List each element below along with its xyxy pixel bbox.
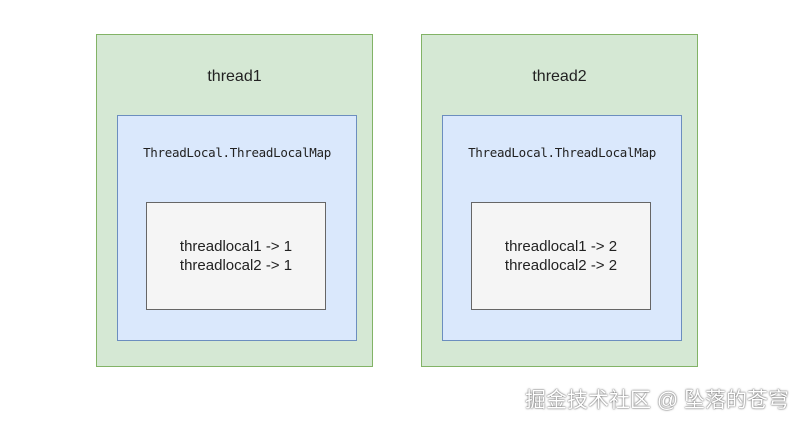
thread1-title: thread1	[207, 68, 262, 85]
thread1-entries-box: threadlocal1 -> 1 threadlocal2 -> 1	[146, 202, 326, 310]
thread2-title: thread2	[532, 68, 587, 85]
thread1-entry-2: threadlocal2 -> 1	[179, 257, 293, 274]
thread2-box: thread2 ThreadLocal.ThreadLocalMap threa…	[421, 34, 698, 367]
thread2-entry-1: threadlocal1 -> 2	[504, 238, 618, 255]
thread1-threadlocalmap-box: ThreadLocal.ThreadLocalMap threadlocal1 …	[117, 115, 357, 341]
thread2-threadlocalmap-box: ThreadLocal.ThreadLocalMap threadlocal1 …	[442, 115, 682, 341]
thread2-entry-2: threadlocal2 -> 2	[504, 257, 618, 274]
watermark: 掘金技术社区 @ 坠落的苍穹	[525, 389, 789, 412]
thread1-entry-1: threadlocal1 -> 1	[179, 238, 293, 255]
thread2-map-title: ThreadLocal.ThreadLocalMap	[468, 145, 656, 160]
thread1-map-title: ThreadLocal.ThreadLocalMap	[143, 145, 331, 160]
thread2-entries-box: threadlocal1 -> 2 threadlocal2 -> 2	[471, 202, 651, 310]
thread1-box: thread1 ThreadLocal.ThreadLocalMap threa…	[96, 34, 373, 367]
